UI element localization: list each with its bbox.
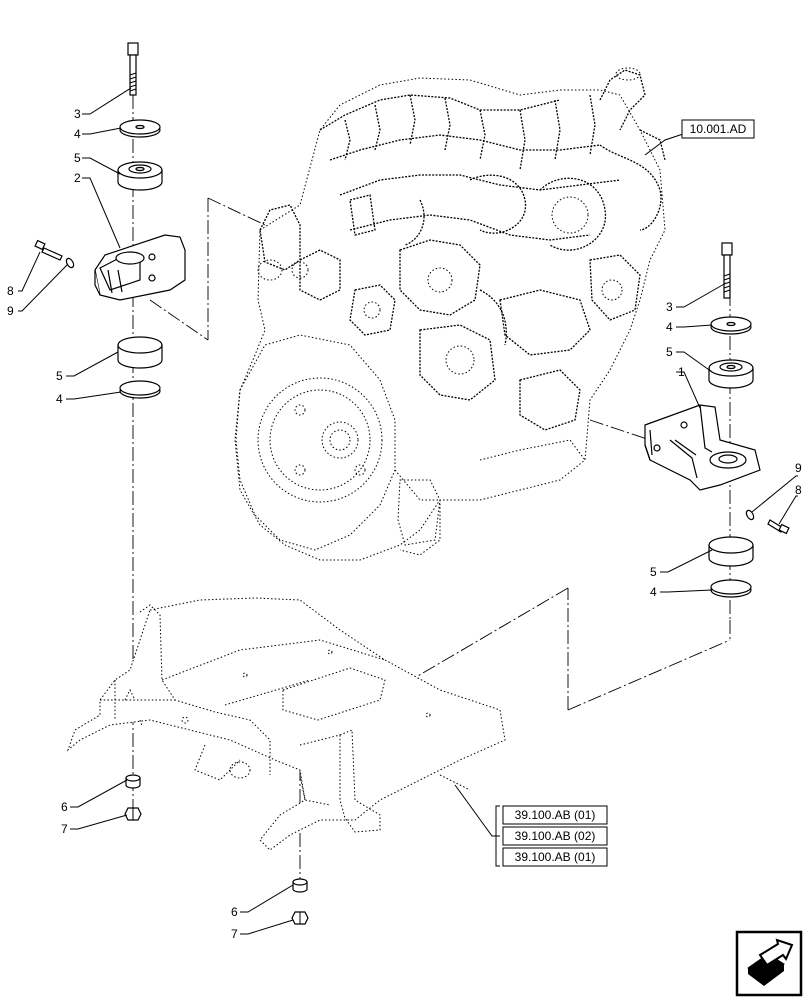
reference-engine-label[interactable]: 10.001.AD [690,122,747,136]
rubber-mount-left-top [117,161,163,191]
callout-5-left-bottom: 5 [56,369,63,383]
bolt-small-right [745,509,790,535]
rubber-mount-right-bottom [708,536,754,567]
callout-8-left: 8 [7,284,14,298]
callout-3-left: 3 [74,107,81,121]
callout-5-right-bottom: 5 [650,565,657,579]
callout-5-right-top: 5 [666,345,673,359]
bolt-left [127,42,139,96]
reference-frame-1-label[interactable]: 39.100.AB (01) [515,808,596,822]
reference-frame-2-label[interactable]: 39.100.AB (02) [515,829,596,843]
leader-lines [18,87,798,935]
navigation-arrow-icon[interactable] [735,930,803,997]
reference-frame-1[interactable]: 39.100.AB (01) [502,805,608,825]
washer-right-bottom [710,579,752,598]
right-mount-stack [644,242,790,598]
rubber-mount-right-top [708,359,754,389]
reference-frame-3[interactable]: 39.100.AB (01) [502,847,608,867]
callout-7-lower-left: 7 [61,822,68,836]
callout-5-left-top: 5 [74,151,81,165]
bolt-small-left [34,239,75,269]
callout-4-left-bottom: 4 [56,392,63,406]
callout-7-lower-mid: 7 [231,927,238,941]
washer-small-lower-mid [292,878,308,893]
callout-numbers: 3 4 5 2 8 9 5 4 6 7 6 7 3 4 5 1 9 8 5 4 [7,107,802,941]
nut-lower-left [124,807,142,821]
callout-6-lower-mid: 6 [231,905,238,919]
washer-right-top [710,316,752,335]
callout-3-right: 3 [666,300,673,314]
bolt-right [721,242,733,299]
callout-4-left-top: 4 [74,127,81,141]
washer-left-top [119,119,161,138]
callout-9-left: 9 [7,304,14,318]
callout-4-right-bottom: 4 [650,585,657,599]
reference-frame-2[interactable]: 39.100.AB (02) [502,826,608,846]
washer-left-bottom [119,380,161,399]
rubber-mount-left-bottom [117,336,163,369]
callout-4-right-top: 4 [666,320,673,334]
callout-9-right: 9 [795,461,802,475]
callout-8-right: 8 [795,483,802,497]
reference-engine[interactable]: 10.001.AD [681,119,755,139]
washer-small-lower-left [125,774,141,789]
left-mount-stack [34,42,309,925]
engine-assembly [234,67,666,561]
bracket-left [94,234,186,301]
bracket-right [644,404,761,491]
callout-6-lower-left: 6 [61,800,68,814]
nut-lower-mid [291,911,309,925]
chassis-frame [66,597,506,851]
reference-frame-group: 39.100.AB (01) 39.100.AB (02) 39.100.AB … [495,805,608,867]
callout-2: 2 [74,171,81,185]
reference-frame-3-label[interactable]: 39.100.AB (01) [515,850,596,864]
callout-1: 1 [678,365,685,379]
